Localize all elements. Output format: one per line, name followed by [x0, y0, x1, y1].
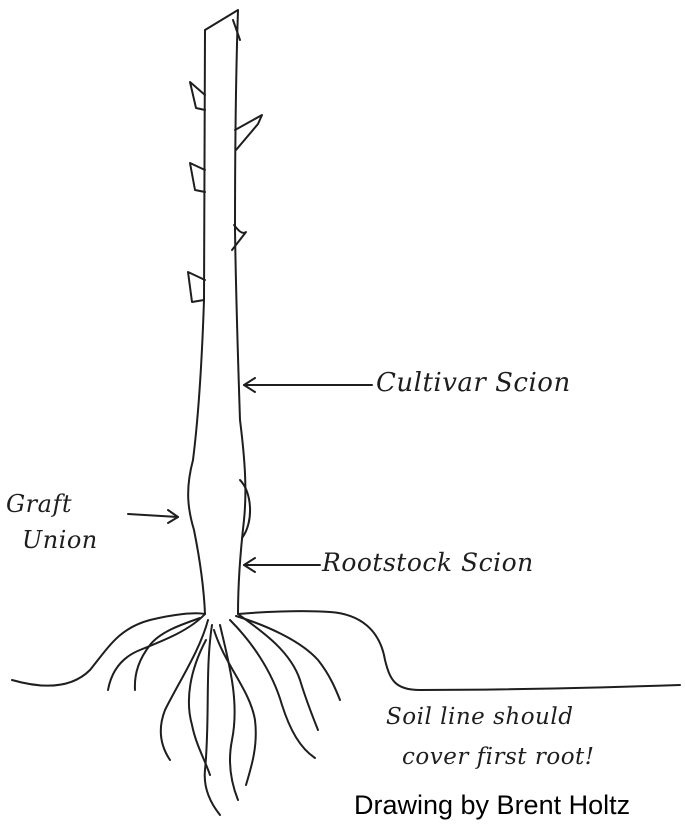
branch-stub	[188, 272, 205, 302]
cultivar-arrow	[244, 378, 372, 392]
graft-union-label-line1: Graft	[6, 490, 72, 518]
rootstock-arrow	[244, 558, 320, 572]
root-system	[108, 614, 340, 815]
branch-stub	[235, 115, 262, 150]
rootstock-scion-label: Rootstock Scion	[322, 548, 534, 577]
branch-stub	[190, 82, 205, 110]
soil-note-line1: Soil line should	[386, 704, 573, 730]
trunk-outline	[188, 10, 245, 614]
soil-note-line2: cover first root!	[402, 744, 595, 770]
drawing-credit: Drawing by Brent Holtz	[354, 790, 630, 821]
graft-union-arrow	[128, 510, 178, 523]
graft-union-label-line2: Union	[22, 526, 98, 554]
branch-stub	[190, 163, 205, 192]
cultivar-scion-label: Cultivar Scion	[376, 368, 571, 398]
